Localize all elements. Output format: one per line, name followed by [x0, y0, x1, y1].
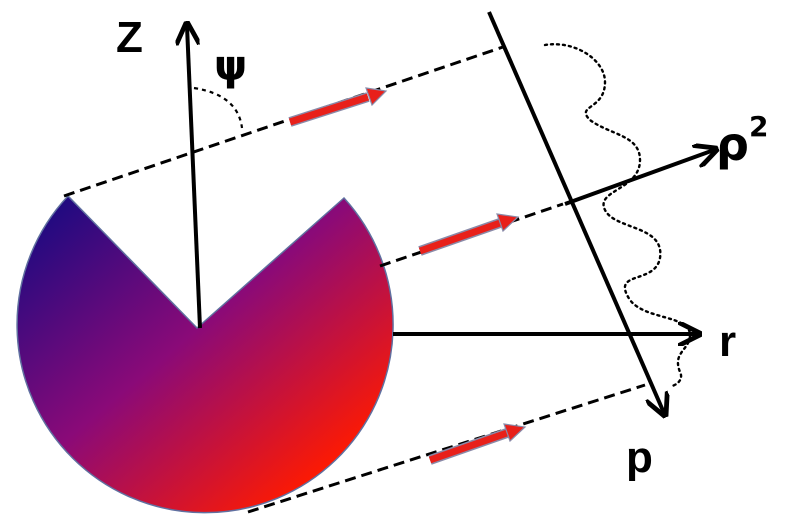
- psi-angle-arc: [193, 86, 244, 129]
- projection-line-top: [63, 45, 504, 198]
- beam-arrow-middle: [418, 213, 520, 256]
- projection-line-middle: [379, 202, 564, 268]
- rho-axis: [564, 150, 714, 206]
- projection-line-bottom: [247, 383, 646, 514]
- rho-axis-label: ρ2: [716, 110, 768, 171]
- p-axis: [487, 11, 664, 413]
- z-axis-label: Z: [116, 13, 143, 62]
- projection-lines: [63, 45, 646, 514]
- rho-symbol: ρ: [716, 117, 749, 171]
- rho-exponent: 2: [749, 110, 768, 143]
- pacman-object: [16, 194, 394, 514]
- beam-arrow-top: [288, 87, 388, 127]
- r-axis-label: r: [719, 317, 736, 366]
- z-axis: [187, 26, 202, 329]
- p-axis-label: p: [626, 433, 653, 482]
- beam-arrow-bottom: [428, 423, 527, 465]
- psi-label: ψ: [214, 41, 247, 90]
